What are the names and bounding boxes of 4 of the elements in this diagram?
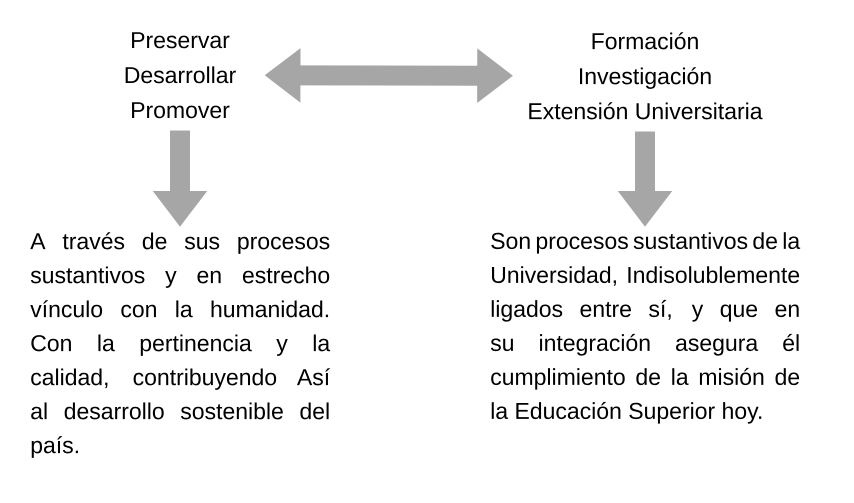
- paragraph: A través de sus procesos sustantivos y en estrecho vínculo con la humanidad. Con la pertinencia y la calidad, contribuyendo Así al desarrollo sostenible del país.: [30, 232, 330, 458]
- paragraph: Son procesos sustantivos de la Universidad, Indisolublemente ligados entre sí, y que en su integración asegura él cumplimiento de la misión de la Educación Superior hoy.: [490, 232, 800, 424]
- word-list: Preservar Desarrollar Promover: [126, 32, 236, 118]
- word-list: Formación Investigación Extensión Universitaria: [529, 32, 763, 120]
